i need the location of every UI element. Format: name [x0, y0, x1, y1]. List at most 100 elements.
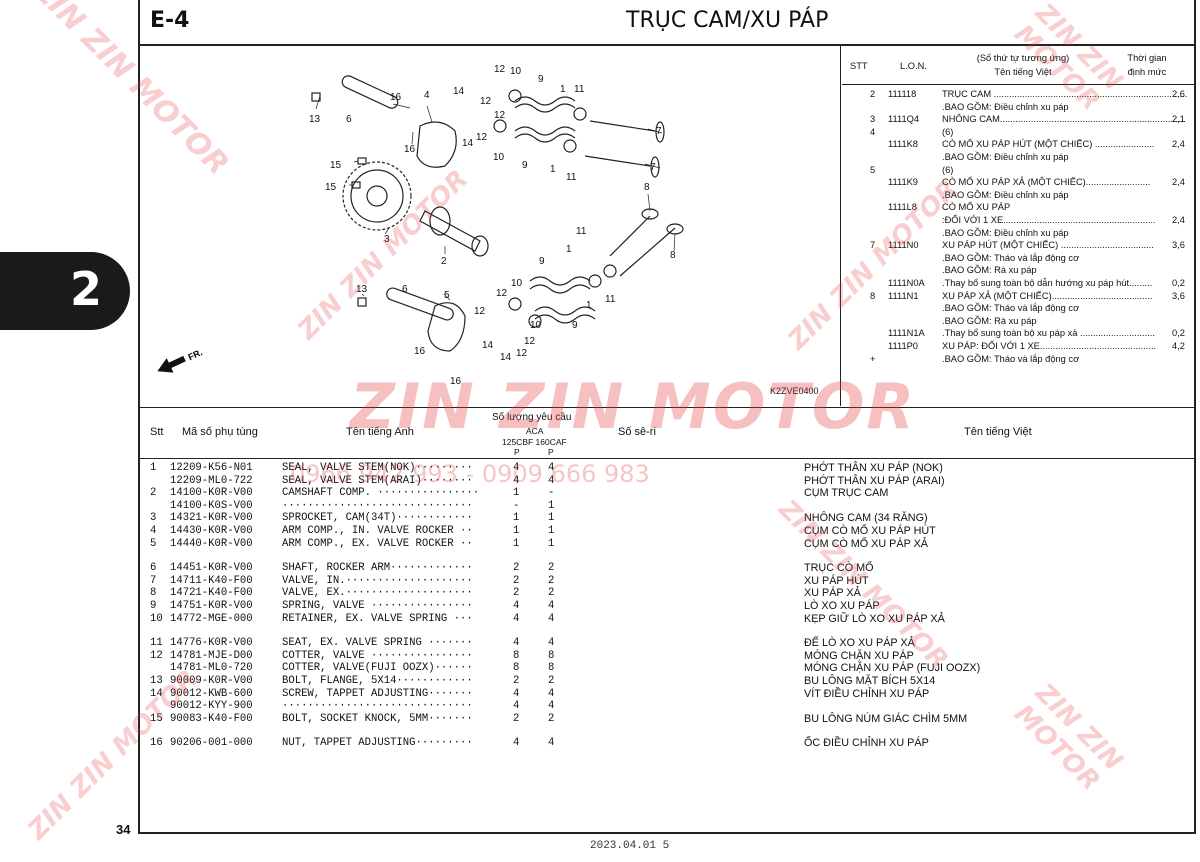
callout-1a: 1 [560, 84, 566, 95]
row-number: 4 [150, 525, 157, 537]
th-stt: Stt [150, 426, 164, 438]
callout-6b: 6 [402, 284, 408, 295]
col-name-vn: Tên tiếng Việt [994, 67, 1052, 77]
row-number: 11 [150, 637, 163, 650]
row-name-vn: PHỚT THÂN XU PÁP (ARAI) [804, 474, 945, 487]
labour-time-row: .BAO GỒM: Rà xu páp [842, 264, 1194, 276]
col-lon: L.O.N. [900, 61, 927, 71]
section-code: E-4 [150, 8, 190, 33]
valve-springs-lower [529, 276, 596, 324]
footer-date: 2023.04.01 5 [590, 840, 670, 852]
row-qty-125: 2 [513, 674, 520, 687]
callout-9a: 9 [538, 74, 544, 85]
row-name-en: BOLT, FLANGE, 5X14············ [282, 674, 473, 687]
row-desc: TRỤC CAM ...............................… [942, 89, 1188, 99]
row-name-vn: NHÔNG CAM (34 RĂNG) [804, 512, 928, 525]
callout-1d: 1 [586, 300, 592, 311]
row-name-vn: CỤM CÒ MỔ XU PÁP HÚT [804, 525, 936, 537]
th-models: 125CBF 160CAF [502, 437, 567, 447]
row-lon: 1111Q4 [888, 114, 920, 125]
figure-code: K2ZVE0400 [770, 386, 819, 396]
row-number: 2 [150, 487, 157, 500]
row-number: 8 [150, 587, 157, 600]
row-number: 7 [150, 574, 157, 587]
row-name-en: SPROCKET, CAM(34T)············ [282, 512, 473, 525]
callout-10a: 10 [510, 66, 522, 77]
labour-time-row: +.BAO GỒM: Tháo và lắp động cơ [842, 353, 1194, 365]
col-time: Thời gian [1127, 53, 1167, 63]
callout-1c: 1 [566, 244, 572, 255]
labour-time-row: .BAO GỒM: Điều chỉnh xu páp [842, 189, 1194, 201]
row-qty-160: 8 [548, 649, 555, 662]
row-qty-125: 2 [513, 587, 520, 600]
row-part-number: 14100-K0R-V00 [170, 487, 253, 500]
rocker-arm-ex [427, 302, 466, 352]
callout-12e: 12 [496, 288, 508, 299]
row-part-number: 90009-K0R-V00 [170, 674, 253, 687]
row-qty-160: 4 [548, 637, 555, 650]
th-qty: Số lượng yêu cầu [492, 412, 572, 423]
row-part-number: 14100-K0S-V00 [170, 499, 253, 512]
callout-11b: 11 [566, 172, 577, 183]
row-name-en: SHAFT, ROCKER ARM············· [282, 562, 473, 575]
col-time-2: định mức [1127, 67, 1167, 77]
labour-time-row: .BAO GỒM: Điều chỉnh xu páp [842, 151, 1194, 163]
row-val: 0,2 [1172, 278, 1185, 288]
row-part-number: 14776-K0R-V00 [170, 637, 253, 650]
diagram-drawing: 12 10 9 1 11 14 12 12 14 12 10 9 1 11 7 … [157, 64, 684, 387]
row-part-number: 14781-ML0-720 [170, 662, 253, 675]
row-lon: 111118 [888, 89, 917, 99]
row-qty-160: 1 [548, 499, 555, 512]
row-qty-125: 4 [513, 612, 520, 625]
parts-table-header: Stt Mã số phụ tùng Tên tiếng Anh Số lượn… [140, 407, 1194, 459]
th-aca: ACA [526, 426, 544, 436]
row-stt: 4 [870, 126, 876, 137]
row-lon: 1111N0 [888, 240, 919, 251]
front-arrow: FR. [157, 347, 204, 373]
callout-15b: 15 [325, 182, 337, 193]
row-name-vn: MÓNG CHẶN XU PÁP [804, 649, 914, 662]
bolt-13-lower [357, 297, 367, 307]
row-qty-125: 4 [513, 687, 520, 700]
row-val: 2,1 [1172, 114, 1185, 125]
valve-springs-upper [514, 96, 576, 143]
row-qty-125: 4 [513, 599, 520, 612]
callout-8a: 8 [644, 182, 650, 193]
callout-7a: 7 [656, 126, 662, 137]
row-lon: 1111N1A [888, 328, 925, 339]
row-name-vn: BU LÔNG MẶT BÍCH 5X14 [804, 674, 936, 687]
callout-16a: 16 [390, 92, 402, 103]
intake-valve-2 [584, 155, 651, 167]
row-name-vn: KẸP GIỮ LÒ XO XU PÁP XẢ [804, 612, 945, 625]
row-qty-125: 1 [513, 487, 520, 500]
rocker-arm-in [416, 121, 457, 168]
callout-16b: 16 [404, 144, 416, 155]
table-row: 14100-K0S-V00···························… [140, 500, 1194, 513]
row-qty-125: 2 [513, 574, 520, 587]
exploded-diagram: 12 10 9 1 11 14 12 12 14 12 10 9 1 11 7 … [140, 46, 841, 406]
row-desc: .Thay bổ sung toàn bộ xu páp xả ........… [942, 328, 1155, 339]
callout-10b: 10 [493, 152, 505, 163]
row-name-en: ARM COMP., EX. VALVE ROCKER ·· [282, 537, 473, 550]
row-qty-125: 4 [513, 700, 520, 713]
row-name-vn: XU PÁP XẢ [804, 587, 861, 600]
col-seq: (Số thứ tự tương ứng) [976, 53, 1070, 63]
labour-time-panel: STT L.O.N. (Số thứ tự tương ứng) Tên tiế… [842, 46, 1194, 406]
col-stt: STT [850, 61, 868, 71]
row-qty-125: 4 [513, 737, 520, 750]
row-desc: .BAO GỒM: Tháo và lắp động cơ [942, 252, 1080, 263]
callout-10c: 10 [511, 278, 523, 289]
th-p2: P [548, 447, 554, 457]
row-desc: XU PÁP: ĐỐI VỚI 1 XE....................… [942, 341, 1157, 351]
row-qty-160: 2 [548, 562, 555, 575]
labour-time-row: .BAO GỒM: Tháo và lắp động cơ [842, 252, 1194, 264]
callout-15a: 15 [330, 160, 342, 171]
svg-text:FR.: FR. [187, 347, 204, 362]
rocker-shaft-lower [386, 287, 454, 321]
